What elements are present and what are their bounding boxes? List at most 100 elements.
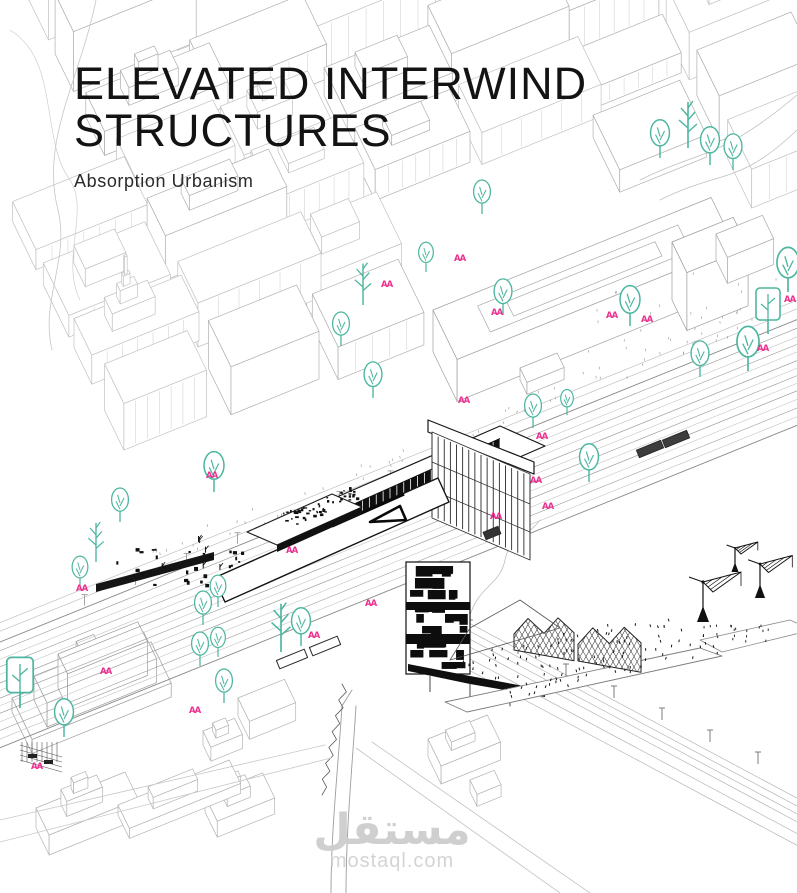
tree-branch <box>215 581 219 590</box>
person-speck <box>462 660 465 664</box>
pedestrian-tick <box>390 464 392 468</box>
terrace-speck <box>308 510 312 512</box>
people-marker-icon: AA <box>206 471 219 481</box>
counter-jib <box>688 576 704 583</box>
pedestrian-tick <box>244 521 246 525</box>
building-roof <box>123 254 128 258</box>
tree-branch <box>564 394 568 401</box>
jib-truss <box>761 561 769 567</box>
terrace-speck <box>318 510 322 514</box>
tree-branch <box>338 318 342 327</box>
tree-branch <box>87 537 97 546</box>
roof-speck <box>202 552 206 555</box>
tree-branch <box>699 351 705 361</box>
building-roof <box>180 158 239 196</box>
grid-line <box>662 611 702 681</box>
pedestrian-tick <box>516 410 518 414</box>
tree-crown <box>736 325 760 358</box>
tree-crown <box>214 668 234 693</box>
person-speck <box>535 655 537 659</box>
roof-speck <box>151 549 155 551</box>
crane-icon <box>747 555 793 598</box>
tree-branch <box>422 253 427 262</box>
building-roof <box>104 330 207 404</box>
curved-road <box>659 129 797 201</box>
crane-icon <box>726 541 759 572</box>
person-speck <box>657 634 660 638</box>
tree-branch <box>63 709 70 720</box>
tree-branch <box>95 541 105 549</box>
counter-jib <box>726 544 736 549</box>
crane-icon <box>688 571 742 622</box>
building-front-face <box>124 255 128 275</box>
tree-branch <box>198 603 204 613</box>
tree-branch <box>223 678 229 688</box>
crane-joint <box>701 580 705 584</box>
mini-tree <box>198 534 202 540</box>
tree-branch <box>481 189 487 199</box>
people-marker-icon: AA <box>381 280 394 290</box>
people-marker-icon: AA <box>784 295 797 305</box>
section-poche <box>456 650 464 660</box>
tree-crown <box>523 393 543 418</box>
section-poche <box>448 590 456 600</box>
jib-truss <box>736 546 741 550</box>
people-marker-icon: AA <box>491 308 504 318</box>
tree-crown <box>619 284 641 314</box>
tree-branch <box>678 119 689 129</box>
terrace-speck <box>313 514 317 518</box>
terrace-speck <box>348 493 352 495</box>
building-roof <box>310 198 360 238</box>
jib-truss <box>705 579 713 585</box>
building-roof <box>134 45 159 63</box>
roof-speck <box>147 570 152 573</box>
person-speck <box>472 667 474 671</box>
tree-icon <box>71 555 89 588</box>
tree-crown <box>578 443 600 471</box>
person-speck <box>481 671 484 675</box>
tree-branch <box>200 597 204 606</box>
building-roof <box>177 211 322 304</box>
terrace-edge <box>277 507 362 552</box>
tree-branch <box>706 134 711 144</box>
people-marker-icon: AA <box>31 762 44 772</box>
terrace-speck <box>293 510 297 514</box>
section-poche <box>432 578 445 589</box>
tree-icon <box>87 521 105 562</box>
tree-branch <box>362 272 370 281</box>
person-speck <box>575 669 578 673</box>
person-speck <box>602 665 605 669</box>
roof-opening <box>368 504 408 524</box>
courtyard-building <box>432 197 775 402</box>
side-deck <box>699 619 797 653</box>
person-speck <box>577 679 579 682</box>
tree-branch <box>213 587 219 596</box>
person-speck <box>610 629 613 632</box>
building-roof <box>354 34 408 74</box>
terrace-speck <box>352 495 355 498</box>
roof-speck <box>232 551 237 555</box>
tree-icon <box>363 361 383 398</box>
tree-branch <box>502 289 508 299</box>
section-poche <box>444 662 466 669</box>
roof-speck <box>184 578 189 583</box>
section-poche <box>415 566 433 577</box>
tree-icon <box>723 133 743 170</box>
terrace-speck <box>286 511 289 514</box>
jib-truss <box>766 557 785 571</box>
tree-branch <box>704 141 711 151</box>
roof-speck <box>208 555 213 560</box>
tree-icon <box>210 626 226 657</box>
people-marker-icon: AA <box>189 706 202 716</box>
tree-branch <box>742 343 749 355</box>
pedestrian-tick <box>399 455 401 459</box>
tree-branch <box>280 602 287 611</box>
tree-icon <box>560 388 574 415</box>
terrace-speck <box>324 511 327 513</box>
crane-joint <box>734 547 736 549</box>
rail-line <box>0 399 797 723</box>
terrace-speck <box>353 490 356 493</box>
car <box>44 760 53 764</box>
rail-branch <box>437 629 797 823</box>
people-marker-icon: AA <box>641 315 654 325</box>
